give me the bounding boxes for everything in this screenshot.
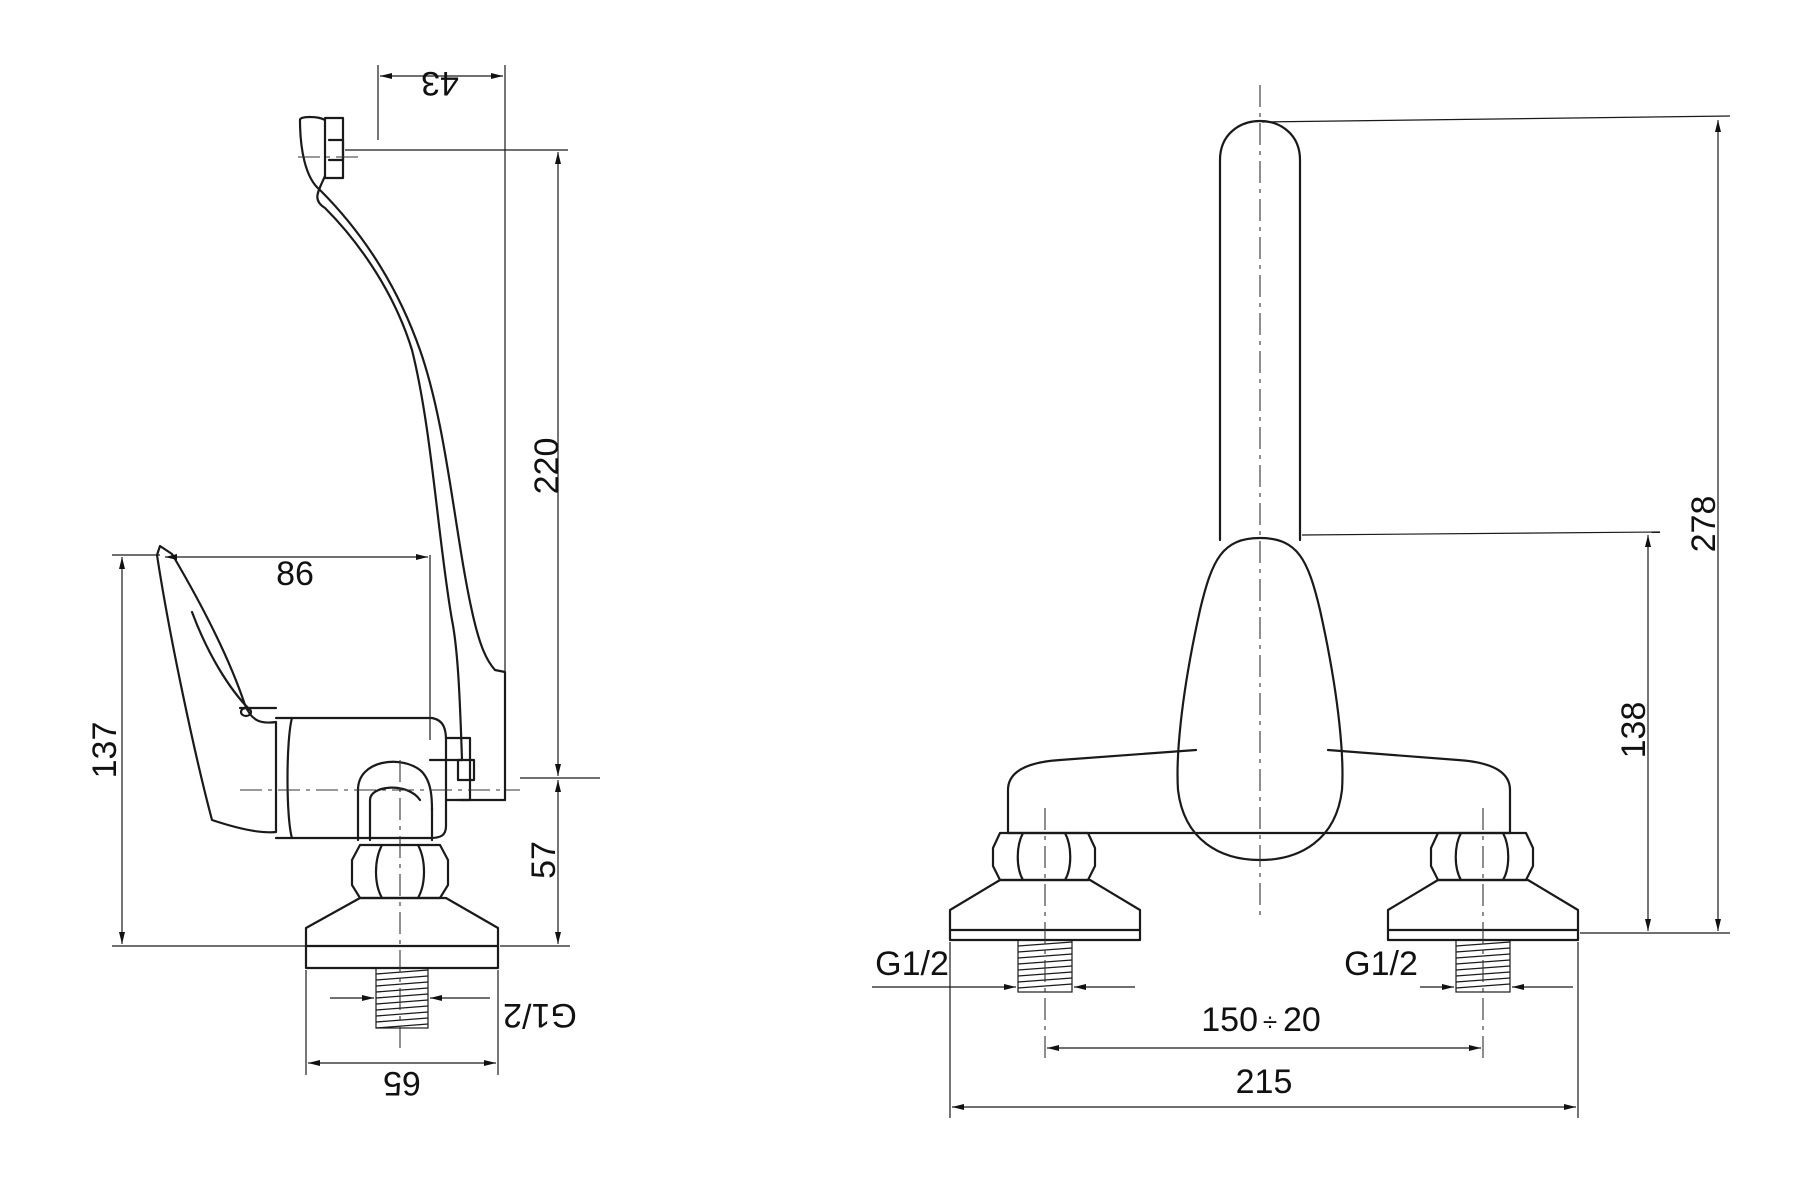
dim-137: 137 xyxy=(86,554,306,947)
dim-137-label: 137 xyxy=(86,722,124,779)
dim-215-label: 215 xyxy=(1236,1063,1293,1101)
dim-278: 278 xyxy=(1261,115,1731,934)
dim-thread-left: G1/2 xyxy=(872,945,1135,990)
dim-86-label: 86 xyxy=(276,555,314,593)
spout-front xyxy=(1218,119,1302,542)
dim-138: 138 xyxy=(1301,531,1661,931)
crossbar xyxy=(1006,748,1512,835)
dim-57-label: 57 xyxy=(525,841,563,879)
dim-43: 43 xyxy=(377,64,506,800)
lever-handle xyxy=(155,544,278,834)
base-flange xyxy=(304,896,500,970)
inlet-thread xyxy=(375,967,429,1029)
dim-150-tolerance: 20 xyxy=(1283,1001,1321,1039)
dim-65: 65 xyxy=(305,970,499,1102)
spout xyxy=(298,115,507,802)
front-view: 278 138 G1/2 G1/2 150 ÷ 20 xyxy=(872,85,1731,1118)
inlet-elbow xyxy=(356,760,434,842)
dim-86: 86 xyxy=(165,554,431,740)
dim-65-label: 65 xyxy=(383,1064,421,1102)
side-view: 43 220 57 86 137 xyxy=(86,64,600,1102)
dim-thread-right-label: G1/2 xyxy=(1344,945,1418,983)
dim-215: 215 xyxy=(949,942,1579,1118)
dim-57: 57 xyxy=(500,780,570,947)
dim-thread-side-label: G1/2 xyxy=(503,996,577,1034)
mixer-body xyxy=(274,716,476,840)
dim-thread-side: G1/2 xyxy=(330,995,577,1034)
dim-thread-right: G1/2 xyxy=(1344,945,1573,990)
dim-43-label: 43 xyxy=(421,64,459,102)
dim-150-label: 150 xyxy=(1201,1001,1258,1039)
dim-278-label: 278 xyxy=(1685,496,1723,553)
dim-220: 220 xyxy=(345,149,600,779)
dim-138-label: 138 xyxy=(1615,702,1653,759)
dim-150: 150 ÷ 20 xyxy=(1047,1001,1481,1051)
dim-150-separator: ÷ xyxy=(1263,1007,1277,1037)
dim-thread-left-label: G1/2 xyxy=(875,945,949,983)
dim-220-label: 220 xyxy=(528,438,566,495)
